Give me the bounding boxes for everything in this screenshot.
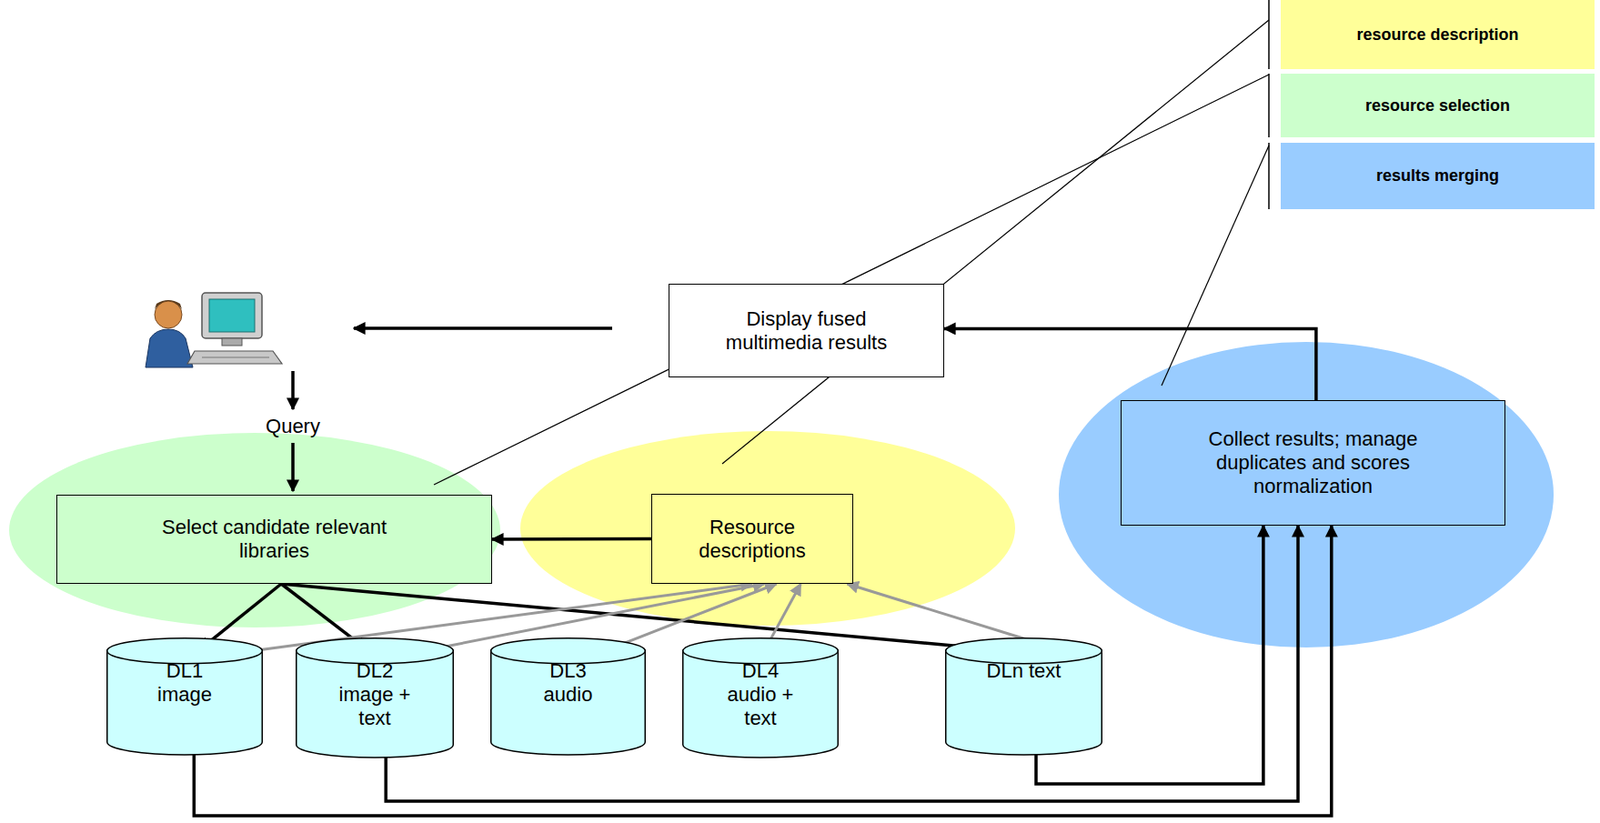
flow-arrow (292, 328, 613, 492)
connector (944, 328, 1317, 401)
legend-swatch: resource description (1280, 0, 1595, 70)
text-group: DL2 image + text (329, 659, 421, 731)
node-text: DL1 image (139, 659, 231, 707)
legend-text: resource description (1356, 25, 1519, 45)
library-cylinder: DLn text (945, 637, 1103, 755)
library-cylinder: DL4 audio + text (682, 637, 839, 758)
node-text: DL4 audio + text (714, 659, 806, 731)
text-group: Select candidate relevant libraries (161, 515, 389, 564)
legend-swatch: resource selection (1280, 73, 1595, 138)
process-box: Collect results; manage duplicates and s… (1120, 400, 1506, 526)
node-text: DLn text (986, 659, 1062, 684)
library-cylinder: DL2 image + text (295, 637, 454, 758)
node-text: Select candidate relevant libraries (161, 515, 389, 564)
node-text: Resource descriptions (684, 515, 821, 564)
text-group: DLn text (986, 659, 1062, 684)
legend-bracket (1267, 0, 1270, 210)
text-group: DL4 audio + text (714, 659, 806, 731)
node-text: DL2 image + text (329, 659, 421, 731)
text-group: DL1 image (139, 659, 231, 707)
cylinder-outline (945, 637, 1103, 755)
text-group: Collect results; manage duplicates and s… (1172, 427, 1455, 499)
text-group: Resource descriptions (684, 515, 821, 564)
node-text: Collect results; manage duplicates and s… (1172, 427, 1455, 499)
library-cylinder: DL1 image (106, 637, 263, 755)
legend-swatch: results merging (1280, 142, 1595, 210)
text-group: DL3 audio (523, 659, 614, 707)
text-group: Display fused multimedia results (697, 307, 916, 355)
description-region (520, 431, 1016, 626)
node-text: DL3 audio (523, 659, 614, 707)
connector (492, 537, 652, 542)
connector (768, 583, 802, 645)
connector (846, 583, 1040, 645)
connector (614, 583, 777, 647)
process-box: Resource descriptions (651, 493, 854, 584)
flow-label: Query (265, 414, 321, 439)
user-icon (145, 292, 282, 368)
process-box: Select candidate relevant libraries (56, 494, 493, 584)
legend-text: results merging (1376, 166, 1500, 186)
process-box: Display fused multimedia results (668, 283, 945, 378)
merging-region (1058, 342, 1554, 648)
library-cylinder: DL3 audio (490, 637, 646, 755)
node-text: Display fused multimedia results (697, 307, 916, 355)
legend-text: resource selection (1365, 96, 1510, 116)
